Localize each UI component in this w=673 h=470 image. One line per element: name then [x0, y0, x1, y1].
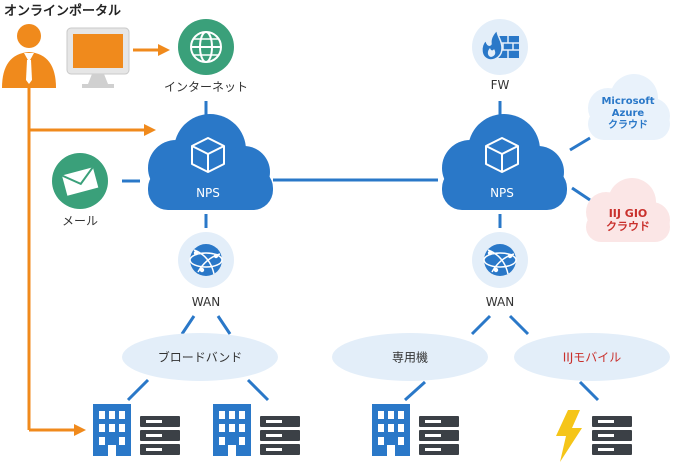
leased-line-label: 専用機 — [391, 350, 429, 365]
nps-cloud-left — [148, 114, 273, 210]
network-lines — [122, 101, 600, 402]
leased-line-ellipse — [332, 333, 488, 381]
mobile-ellipse — [514, 333, 670, 381]
server-icon — [140, 416, 180, 455]
nps-left-label: NPS — [196, 186, 220, 200]
wan-left-label: WAN — [191, 295, 221, 309]
nps-right-label: NPS — [490, 186, 514, 200]
broadband-label: ブロードバンド — [157, 350, 243, 365]
portal-lines — [27, 48, 160, 432]
portal-title: オンラインポータル — [4, 4, 122, 19]
gio-cloud — [586, 178, 670, 242]
mobile-label: IIJモバイル — [562, 350, 622, 365]
fw-label: FW — [490, 78, 510, 92]
internet-label: インターネット — [163, 80, 249, 94]
user-icon — [2, 24, 56, 88]
azure-line-3: クラウド — [608, 120, 648, 131]
server-icon — [419, 416, 459, 455]
wan-right-label: WAN — [485, 295, 515, 309]
building-icon — [372, 404, 410, 456]
nps-cloud-right — [442, 114, 567, 210]
azure-line-2: Azure — [611, 108, 645, 119]
azure-cloud — [588, 74, 670, 140]
monitor-icon — [66, 27, 130, 88]
gio-line-2: クラウド — [606, 220, 650, 233]
mail-label: メール — [61, 214, 99, 228]
wan-icon-left — [178, 232, 234, 288]
azure-cloud-label: Microsoft Azure クラウド — [601, 96, 654, 132]
gio-cloud-label: IIJ GIO クラウド — [606, 207, 650, 233]
box-icon — [485, 137, 519, 173]
building-icon — [213, 404, 251, 456]
lightning-icon — [556, 410, 582, 462]
server-icon — [260, 416, 300, 455]
globe-icon — [178, 19, 234, 75]
mail-icon — [52, 153, 108, 209]
gio-line-1: IIJ GIO — [608, 207, 648, 220]
broadband-ellipse — [122, 333, 278, 381]
wan-icon-right — [472, 232, 528, 288]
portal-arrowheads — [74, 44, 170, 436]
building-icon — [93, 404, 131, 456]
box-icon — [191, 137, 225, 173]
azure-line-1: Microsoft — [601, 96, 655, 107]
server-icon — [592, 416, 632, 455]
firewall-icon — [472, 19, 528, 75]
